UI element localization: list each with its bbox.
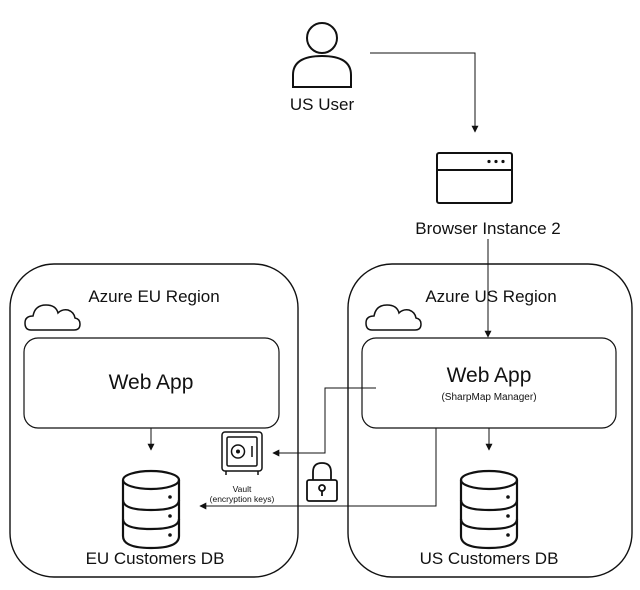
user-label: US User [289, 95, 355, 114]
padlock-icon [306, 462, 338, 502]
us-webapp-subtitle: (SharpMap Manager) [441, 392, 537, 403]
vault-sublabel: (encryption keys) [209, 494, 275, 504]
eu-region-title: Azure EU Region [88, 287, 220, 306]
vault-label: Vault [232, 484, 252, 494]
cloud-icon [24, 304, 81, 331]
cloud-icon [365, 304, 422, 331]
us-db-label: US Customers DB [419, 549, 559, 568]
browser-window-icon [436, 152, 513, 204]
eu-db-label: EU Customers DB [85, 549, 225, 568]
arrow-user-to-browser [370, 52, 479, 133]
arrow-us-webapp-to-eu-db [199, 428, 437, 510]
database-icon [121, 469, 181, 550]
database-icon [459, 469, 519, 550]
vault-safe-icon [221, 431, 263, 475]
browser-label: Browser Instance 2 [415, 219, 561, 238]
us-webapp-title: Web App [446, 364, 532, 387]
eu-webapp-title: Web App [108, 371, 194, 394]
arrow-us-webapp-to-vault [272, 387, 376, 457]
user-icon [292, 22, 352, 88]
us-region-title: Azure US Region [425, 287, 557, 306]
